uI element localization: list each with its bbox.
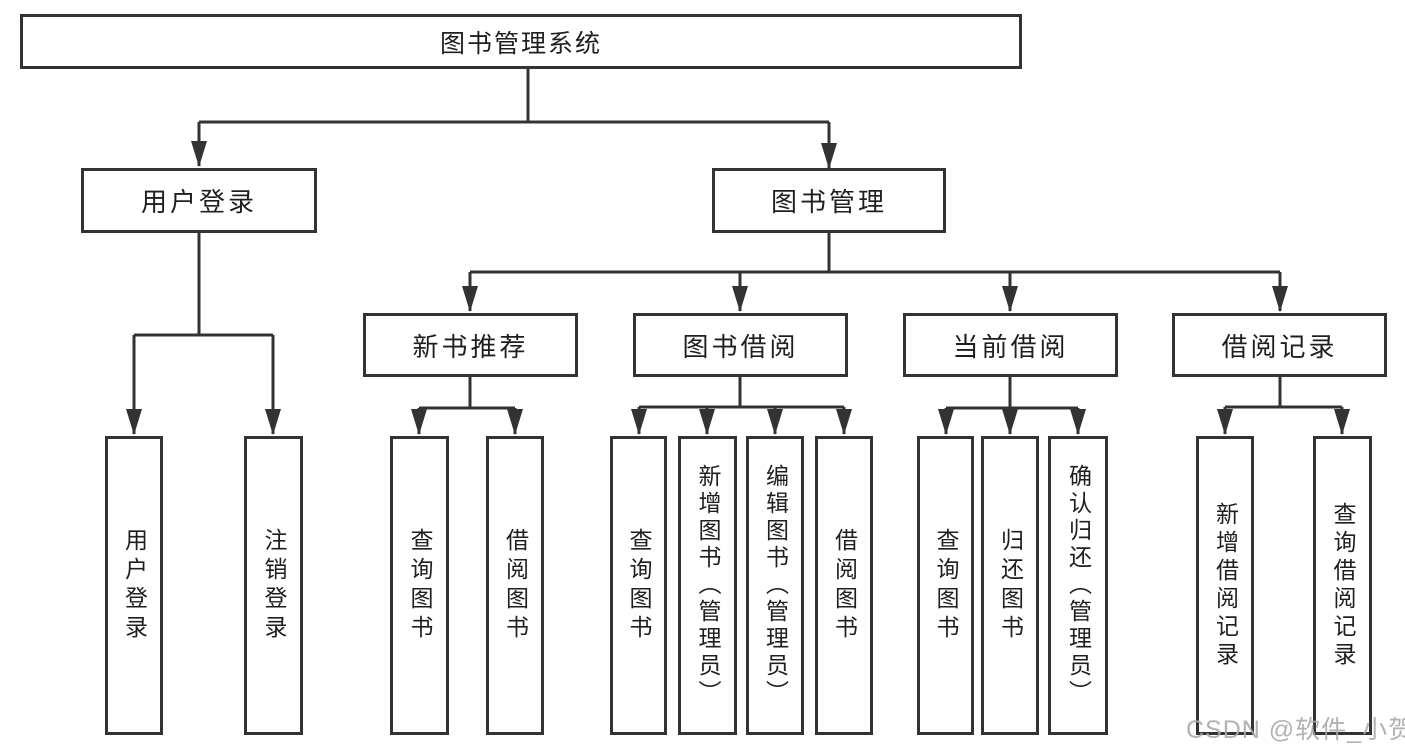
leaf-borrow-book-2: 借阅图书: [815, 436, 873, 735]
node-root-system: 图书管理系统: [20, 14, 1022, 69]
node-label: 图书管理: [770, 187, 887, 217]
leaf-query-book-2: 查询图书: [610, 436, 667, 735]
node-label: 图书借阅: [682, 331, 799, 362]
node-label: 查询图书: [933, 527, 959, 644]
node-book-borrow: 图书借阅: [633, 313, 848, 377]
node-book-management-branch: 图书管理: [712, 168, 946, 233]
node-label: 用户登录: [121, 527, 148, 644]
node-label: 图书管理系统: [439, 29, 602, 58]
node-label: 注销登录: [261, 527, 287, 644]
node-label: 确认归还（管理员）: [1065, 464, 1092, 707]
node-new-book-recommend: 新书推荐: [363, 313, 578, 377]
edge-root-to-level2: [191, 69, 837, 169]
node-label: 编辑图书（管理员）: [762, 464, 789, 707]
node-label: 借阅记录: [1221, 331, 1338, 362]
node-label: 当前借阅: [952, 331, 1069, 362]
leaf-query-borrow-record: 查询借阅记录: [1313, 436, 1372, 735]
edge-user-login-children: [126, 233, 281, 435]
leaf-query-book-3: 查询图书: [917, 436, 974, 735]
node-label: 查询图书: [626, 527, 652, 644]
leaf-confirm-return-admin: 确认归还（管理员）: [1048, 436, 1108, 735]
leaf-edit-book-admin: 编辑图书（管理员）: [746, 436, 804, 735]
leaf-query-book-1: 查询图书: [390, 436, 449, 735]
node-current-borrow: 当前借阅: [903, 313, 1118, 377]
node-label: 新书推荐: [412, 331, 529, 362]
edge-new-book-children: [411, 377, 523, 435]
leaf-add-borrow-record: 新增借阅记录: [1196, 436, 1254, 735]
leaf-logout: 注销登录: [244, 436, 303, 735]
leaf-add-book-admin: 新增图书（管理员）: [678, 436, 737, 735]
node-label: 用户登录: [140, 187, 257, 217]
node-label: 新增图书（管理员）: [695, 464, 721, 707]
node-label: 借阅图书: [502, 527, 529, 644]
node-label: 借阅图书: [831, 527, 858, 644]
leaf-borrow-book-1: 借阅图书: [486, 436, 544, 735]
node-label: 新增借阅记录: [1212, 501, 1239, 670]
node-label: 查询借阅记录: [1330, 501, 1356, 670]
edge-book-borrow-children: [631, 377, 852, 435]
node-label: 归还图书: [997, 527, 1024, 644]
leaf-return-book: 归还图书: [981, 436, 1039, 735]
leaf-user-login: 用户登录: [105, 436, 163, 735]
node-label: 查询图书: [407, 527, 433, 644]
node-borrow-record: 借阅记录: [1172, 313, 1387, 377]
edge-book-mgmt-children: [462, 233, 1288, 312]
edge-current-borrow-children: [938, 377, 1086, 435]
node-user-login-branch: 用户登录: [81, 168, 317, 233]
edge-borrow-record-children: [1217, 377, 1350, 435]
